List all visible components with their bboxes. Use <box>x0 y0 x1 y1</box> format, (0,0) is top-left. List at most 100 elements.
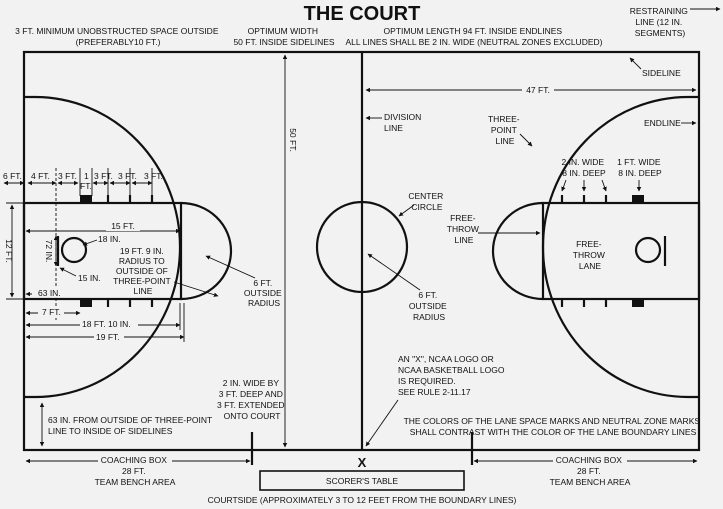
free-throw-circle-right <box>491 201 544 301</box>
ft-lane-text: THROW <box>573 250 605 260</box>
clearance-line: LINE TO INSIDE OF SIDELINES <box>48 426 173 436</box>
coaching-box-right-label: COACHING BOX 28 FT. TEAM BENCH AREA <box>550 455 631 487</box>
radius-line: THREE-POINT <box>113 276 170 286</box>
ft-lane-text: FREE- <box>576 239 602 249</box>
optimum-length-label: OPTIMUM LENGTH 94 FT. INSIDE ENDLINES AL… <box>346 26 603 47</box>
backboard-63in-label: 63 IN. <box>38 288 61 298</box>
sideline-clearance-note: 63 IN. FROM OUTSIDE OF THREE-POINT LINE … <box>48 415 214 436</box>
lane-color-note: THE COLORS OF THE LANE SPACE MARKS AND N… <box>404 416 703 437</box>
free-throw-circle-left <box>180 201 233 301</box>
free-throw-line-label: FREE- THROW LINE <box>447 213 481 245</box>
restraining-line-text: SEGMENTS) <box>635 28 686 38</box>
spacing-label-3ft: 3 FT. <box>144 171 163 181</box>
basket-right <box>634 236 662 264</box>
header-mid-line: OPTIMUM WIDTH <box>248 26 318 36</box>
lane-mark-text: 2 IN. WIDE <box>562 157 605 167</box>
basket-left <box>60 236 88 264</box>
neutral-zone-1ft-label: 1 FT. WIDE 8 IN. DEEP <box>617 157 663 178</box>
unobstructed-space-label: 3 FT. MINIMUM UNOBSTRUCTED SPACE OUTSIDE… <box>15 26 221 47</box>
header-left-line: (PREFERABLY10 FT.) <box>76 37 161 47</box>
ft-line-text: LINE <box>455 235 474 245</box>
width-50ft-label: 50 FT. <box>288 128 298 152</box>
radius-line: RADIUS TO <box>119 256 165 266</box>
three-point-line-right <box>541 95 699 399</box>
length-47ft-label: 47 FT. <box>526 85 550 95</box>
optimum-width-label: OPTIMUM WIDTH 50 FT. INSIDE SIDELINES <box>233 26 334 47</box>
logo-note-line: AN "X", NCAA LOGO OR <box>398 354 494 364</box>
endline-label: ENDLINE <box>644 118 681 128</box>
spacing-label-ft: FT. <box>80 181 92 191</box>
center-circle-text: CENTER <box>408 191 443 201</box>
coaching-box-left-label: COACHING BOX 28 FT. TEAM BENCH AREA <box>95 455 176 487</box>
ft-line-text: FREE- <box>450 213 476 223</box>
ft-line-18ft10in-label: 18 FT. 10 IN. <box>82 319 131 329</box>
restraining-line-text: RESTRAINING <box>630 6 688 16</box>
scorers-table <box>259 470 465 491</box>
lane-15ft-label: 15 FT. <box>111 221 135 231</box>
radius-line: LINE <box>134 286 153 296</box>
free-throw-lane-right <box>541 201 701 301</box>
neutral-zone-right-top <box>632 195 644 203</box>
coaching-mark-line: 2 IN. WIDE BY <box>223 378 280 388</box>
radius-text: OUTSIDE <box>244 288 282 298</box>
center-circle-text: CIRCLE <box>411 202 443 212</box>
scorers-table-label: SCORER'S TABLE <box>326 476 398 486</box>
spacing-label-3ft: 3 FT. <box>58 171 77 181</box>
coaching-mark-line: ONTO COURT <box>224 411 281 421</box>
color-note-line: THE COLORS OF THE LANE SPACE MARKS AND N… <box>404 416 701 426</box>
radius-text: 6 FT. <box>418 290 437 300</box>
spacing-label-3ft: 3 FT. <box>118 171 137 181</box>
backboard-72in-label: 72 IN. <box>44 240 54 263</box>
three-point-radius-label: 19 FT. 9 IN. RADIUS TO OUTSIDE OF THREE-… <box>113 246 173 296</box>
three-point-text: THREE- <box>488 114 520 124</box>
clearance-line: 63 IN. FROM OUTSIDE OF THREE-POINT <box>48 415 212 425</box>
division-line-label: DIVISION LINE <box>384 112 424 133</box>
spacing-label-6ft: 6 FT. <box>3 171 22 181</box>
logo-note-line: NCAA BASKETBALL LOGO <box>398 365 505 375</box>
restraining-line-text: LINE (12 IN. <box>635 17 682 27</box>
coaching-box-text: TEAM BENCH AREA <box>550 477 631 487</box>
header-right-line: OPTIMUM LENGTH 94 FT. INSIDE ENDLINES <box>384 26 563 36</box>
coaching-box-text: TEAM BENCH AREA <box>95 477 176 487</box>
rim-15in-label: 15 IN. <box>78 273 101 283</box>
rim-18in-label: 18 IN. <box>98 234 121 244</box>
courtside-note: COURTSIDE (APPROXIMATELY 3 TO 12 FEET FR… <box>208 495 517 505</box>
header-left-line: 3 FT. MINIMUM UNOBSTRUCTED SPACE OUTSIDE <box>15 26 219 36</box>
page-title: THE COURT <box>304 3 421 25</box>
ft-line-text: THROW <box>447 224 479 234</box>
radius-text: OUTSIDE <box>409 301 447 311</box>
lane-12ft-label: 12 FT. <box>4 239 14 263</box>
division-text: DIVISION <box>384 112 421 122</box>
header-right-line: ALL LINES SHALL BE 2 IN. WIDE (NEUTRAL Z… <box>346 37 603 47</box>
spacing-label-1ft: 1 <box>84 171 89 181</box>
radius-line: OUTSIDE OF <box>116 266 168 276</box>
logo-requirement-note: AN "X", NCAA LOGO OR NCAA BASKETBALL LOG… <box>398 354 507 397</box>
radius-text: RADIUS <box>413 312 445 322</box>
ft-lane-text: LANE <box>579 261 602 271</box>
neutral-7ft-label: 7 FT. <box>42 307 61 317</box>
color-note-line: SHALL CONTRAST WITH THE COLOR OF THE LAN… <box>410 427 697 437</box>
neutral-zone-left-bottom <box>80 299 92 307</box>
radius-text: RADIUS <box>248 298 280 308</box>
coaching-mark-line: 3 FT. EXTENDED <box>217 400 285 410</box>
coaching-mark-note: 2 IN. WIDE BY 3 FT. DEEP AND 3 FT. EXTEN… <box>217 378 287 421</box>
division-text: LINE <box>384 123 403 133</box>
center-x-mark: X <box>358 455 367 470</box>
coaching-box-text: COACHING BOX <box>101 455 167 465</box>
center-circle-label: CENTER CIRCLE <box>408 191 445 212</box>
ft-circle-radius-label: 6 FT. OUTSIDE RADIUS <box>244 278 284 308</box>
coaching-box-text: 28 FT. <box>577 466 601 476</box>
neutral-zone-left-top <box>80 195 92 203</box>
coaching-box-text: 28 FT. <box>122 466 146 476</box>
neutral-zone-text: 1 FT. WIDE <box>617 157 661 167</box>
center-circle-radius-label: 6 FT. OUTSIDE RADIUS <box>409 290 449 322</box>
coaching-box-text: COACHING BOX <box>556 455 622 465</box>
header-mid-line: 50 FT. INSIDE SIDELINES <box>233 37 334 47</box>
lane-mark-text: 8 IN. DEEP <box>562 168 606 178</box>
three-point-line-label: THREE- POINT LINE <box>488 114 522 146</box>
coaching-mark-line: 3 FT. DEEP AND <box>219 389 283 399</box>
restraining-line-label: RESTRAINING LINE (12 IN. SEGMENTS) <box>630 6 690 38</box>
three-point-text: POINT <box>491 125 517 135</box>
spacing-label-4ft: 4 FT. <box>31 171 50 181</box>
